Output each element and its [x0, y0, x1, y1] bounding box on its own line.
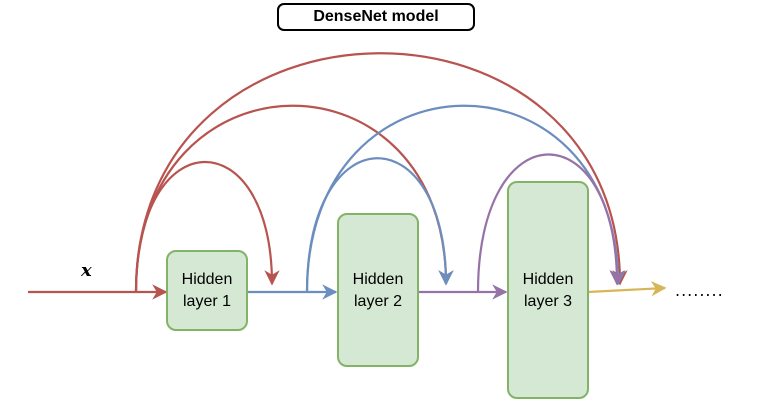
hidden-layer-1-label-line1: Hidden — [182, 271, 233, 288]
hidden-layer-2-label-line1: Hidden — [353, 271, 404, 288]
diagram-title: DenseNet model — [277, 3, 475, 31]
hidden-layer-3: Hidden layer 3 — [507, 181, 589, 399]
skip-connection-layer2-to-output — [476, 153, 625, 293]
continuation-dots: ........ — [675, 281, 724, 300]
hidden-layer-2-label-line2: layer 2 — [354, 293, 402, 310]
hidden-layer-1: Hidden layer 1 — [166, 250, 248, 331]
hidden-layer-1-label-line2: layer 1 — [183, 293, 231, 310]
layer3-output-arrow — [587, 281, 667, 297]
skip-connection-input-to-output — [134, 52, 628, 293]
hidden-layer-2: Hidden layer 2 — [337, 213, 419, 367]
hidden-layer-3-label-line1: Hidden — [523, 271, 574, 288]
input-label: x — [80, 260, 92, 281]
hidden-layer-3-label-line2: layer 3 — [524, 293, 572, 310]
